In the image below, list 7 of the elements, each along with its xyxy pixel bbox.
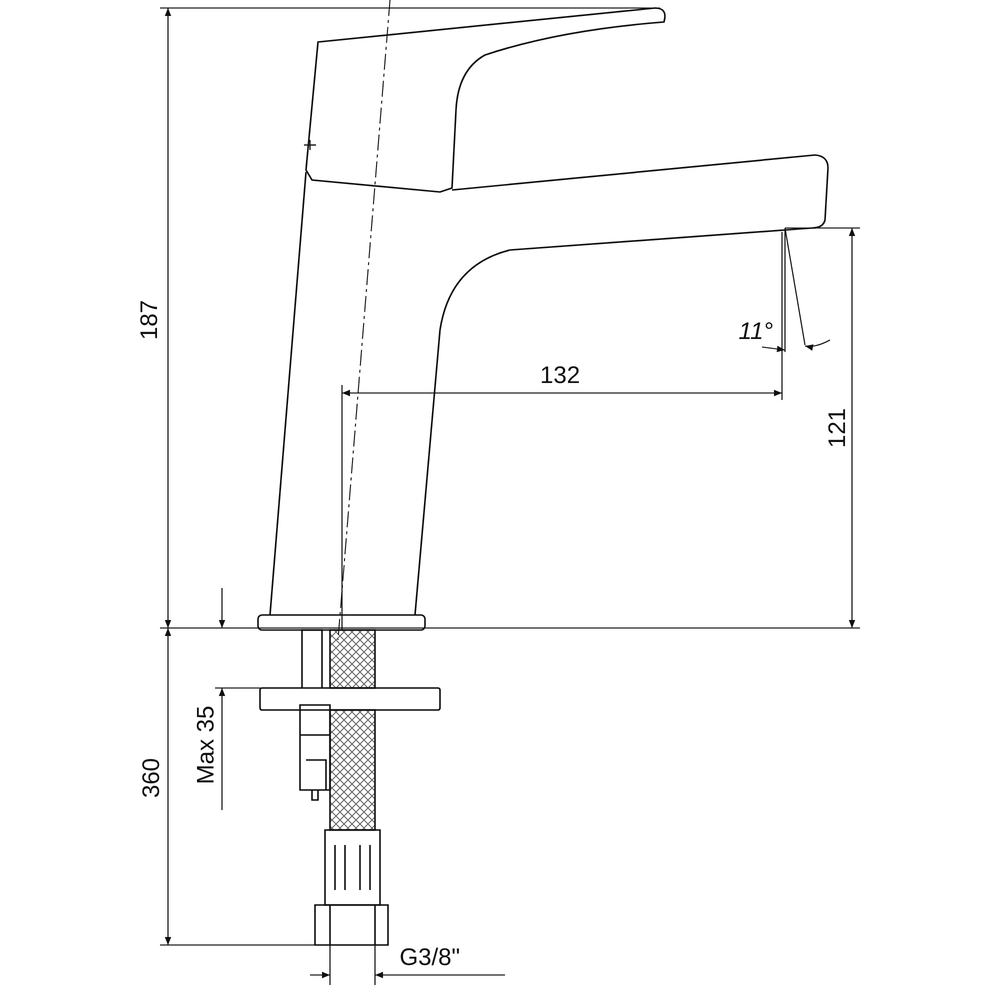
angle-label: 11° bbox=[738, 320, 774, 344]
dimension-label: 121 bbox=[826, 408, 850, 448]
dimension-label: 187 bbox=[138, 300, 162, 340]
dimension-label: Max 35 bbox=[194, 706, 218, 784]
dimension-label: 132 bbox=[540, 364, 580, 388]
dimension-label: 360 bbox=[140, 758, 164, 798]
thread-size-label: G3/8" bbox=[400, 946, 460, 970]
